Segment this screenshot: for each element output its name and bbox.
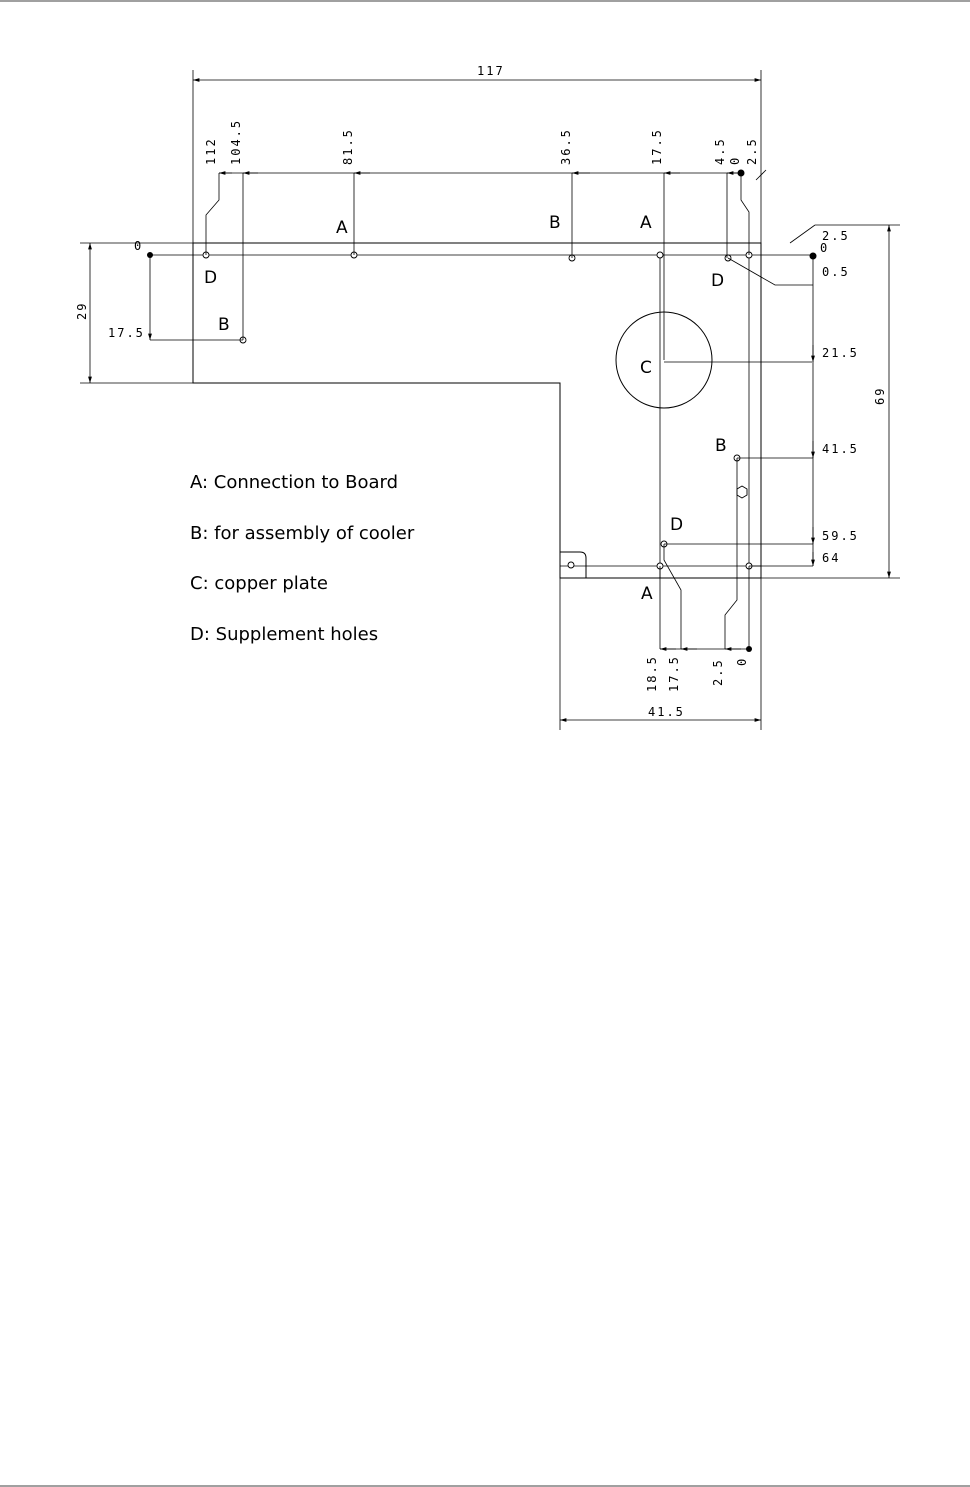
dim-2-5-bottom: 2.5: [711, 658, 725, 686]
dim-81-5: 81.5: [341, 128, 355, 165]
dim-36-5: 36.5: [559, 128, 573, 165]
dim-17-5-top: 17.5: [650, 128, 664, 165]
dim-0-top: 0: [728, 156, 742, 165]
dim-0-5-right: 0.5: [822, 265, 850, 279]
tab-hole: [568, 562, 574, 568]
tag-d-right: D: [711, 271, 724, 291]
dim-0-right: 0: [820, 241, 829, 255]
ext-bottom-2-5: [725, 458, 737, 649]
dim-64: 64: [822, 551, 840, 565]
dim-18-5-bottom: 18.5: [645, 655, 659, 692]
tag-b-top-mid: B: [549, 213, 561, 233]
legend-item-a: A: Connection to Board: [190, 472, 398, 493]
dim-29: 29: [75, 302, 89, 320]
legend-item-d: D: Supplement holes: [190, 624, 378, 645]
dim-104-5: 104.5: [229, 119, 243, 165]
dim-0-left: 0: [134, 239, 143, 253]
tag-d-left: D: [204, 268, 217, 288]
tag-c-plate: C: [640, 358, 652, 378]
legend: A: Connection to Board B: for assembly o…: [190, 472, 415, 645]
dim-59-5: 59.5: [822, 529, 859, 543]
legend-item-b: B: for assembly of cooler: [190, 523, 415, 544]
dim-0-bottom: 0: [735, 657, 749, 666]
dim-117: 117: [477, 64, 505, 78]
dim-21-5: 21.5: [822, 346, 859, 360]
dim-112: 112: [204, 137, 218, 165]
tag-b-right: B: [715, 436, 727, 456]
tag-b-left: B: [218, 315, 230, 335]
hex-standoff: [737, 486, 747, 498]
ext-bottom-17-5: [664, 544, 681, 649]
tag-a-bottom: A: [641, 584, 653, 604]
dim-2-5-top: 2.5: [745, 137, 759, 165]
leader-0-5-right: [728, 258, 813, 285]
legend-item-c: C: copper plate: [190, 573, 328, 594]
dim-69: 69: [873, 387, 887, 405]
dim-41-5-right: 41.5: [822, 442, 859, 456]
tag-d-bottom: D: [670, 515, 683, 535]
tag-a-top-left: A: [336, 218, 348, 238]
dim-17-5-bottom: 17.5: [667, 655, 681, 692]
tag-a-top-right: A: [640, 213, 652, 233]
dim-41-5-bottom: 41.5: [648, 705, 685, 719]
leader-2-5-right: [790, 225, 815, 243]
dim-4-5: 4.5: [713, 137, 727, 165]
dim-17-5-left: 17.5: [108, 326, 145, 340]
hole-a-top: [657, 252, 663, 258]
